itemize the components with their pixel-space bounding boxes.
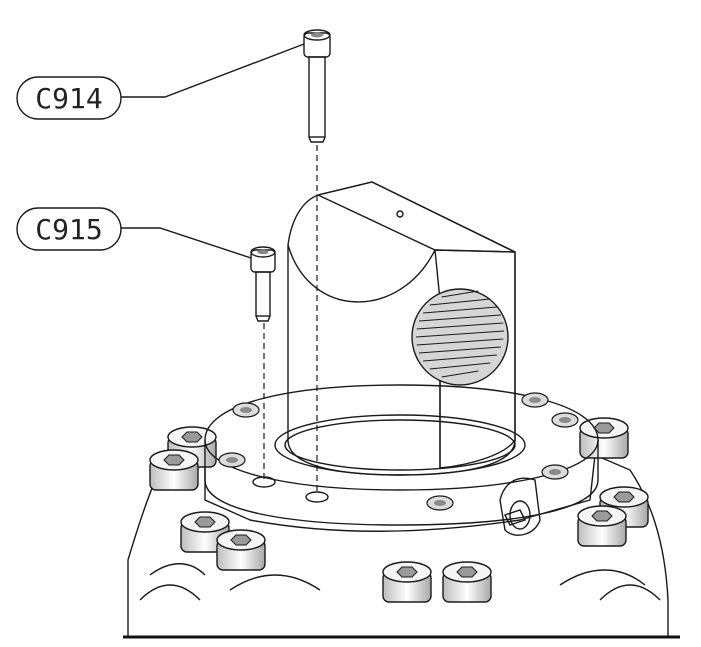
base-bolts — [149, 417, 649, 603]
socket-head-bolt — [577, 505, 627, 547]
flange-screw-hole — [232, 402, 260, 418]
bolt-c914 — [303, 29, 331, 143]
socket-head-bolt — [167, 426, 217, 468]
flange-screw-hole — [426, 495, 454, 511]
base-housing — [127, 453, 669, 638]
callout-c914: C914 — [16, 43, 305, 120]
callout-label-c915: C915 — [35, 213, 102, 246]
flange-screw-hole — [541, 464, 569, 480]
socket-head-bolt — [149, 449, 199, 491]
socket-head-bolt — [442, 561, 492, 603]
flange — [204, 384, 599, 536]
flange-screw-hole — [551, 412, 579, 428]
main-body — [287, 181, 516, 476]
flange-screw-hole — [218, 452, 246, 468]
callout-c915: C915 — [16, 207, 252, 259]
socket-head-bolt — [382, 561, 432, 603]
flange-screw-hole — [521, 392, 549, 408]
flange-holes — [218, 392, 579, 511]
callout-label-c914: C914 — [35, 82, 102, 115]
socket-head-bolt — [216, 529, 266, 571]
spline-bore — [411, 288, 509, 386]
socket-head-bolt — [579, 417, 629, 459]
bolt-c915 — [250, 246, 276, 322]
